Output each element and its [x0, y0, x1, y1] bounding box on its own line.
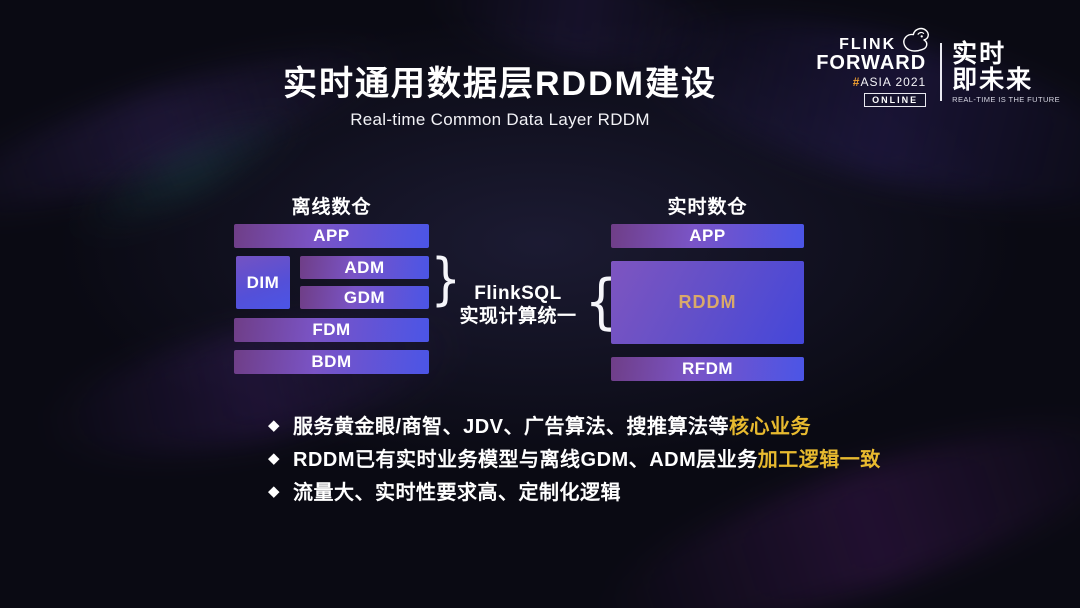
diamond-bullet-icon: ◆ [268, 449, 281, 467]
bullet-highlight: 核心业务 [729, 416, 812, 438]
realtime-rddm-box: RDDM [611, 261, 804, 344]
page-subtitle: Real-time Common Data Layer RDDM [350, 110, 650, 129]
brand-asia-year: ASIA 2021 [860, 75, 927, 89]
bullet-text: 流量大、实时性要求高、定制化逻辑 [293, 482, 622, 504]
closing-brace: } [430, 247, 461, 312]
diamond-bullet-icon: ◆ [268, 482, 281, 500]
realtime-warehouse-label: 实时数仓 [667, 197, 748, 218]
flink-forward-logo: FLINK FORWARD #ASIA 2021 ONLINE [816, 27, 936, 108]
offline-adm-box: ADM [300, 256, 429, 279]
realtime-rfdm-box: RFDM [611, 357, 804, 381]
bullet-item-3: ◆ 流量大、实时性要求高、定制化逻辑 [268, 479, 881, 504]
flink-squirrel-icon [898, 24, 934, 59]
page-title: 实时通用数据层RDDM建设 [283, 65, 717, 103]
offline-warehouse-label: 离线数仓 [291, 197, 372, 218]
brand-hash: # [852, 75, 861, 89]
slogan-line1: 实时 [952, 39, 1007, 68]
brand-flink-text: FLINK [839, 36, 897, 53]
brand-lockup: FLINK FORWARD #ASIA 2021 ONLINE 实时 即未来 R… [816, 27, 1060, 108]
offline-dim-box: DIM [236, 256, 290, 309]
offline-gdm-box: GDM [300, 286, 429, 309]
bullet-text: RDDM已有实时业务模型与离线GDM、ADM层业务 [293, 449, 758, 471]
slogan-subtext: REAL-TIME IS THE FUTURE [952, 94, 1060, 104]
diamond-bullet-icon: ◆ [268, 416, 281, 434]
bullet-highlight: 加工逻辑一致 [757, 449, 881, 471]
offline-app-box: APP [234, 224, 429, 248]
brand-slogan: 实时 即未来 REAL-TIME IS THE FUTURE [952, 41, 1060, 104]
bullet-item-1: ◆ 服务黄金眼/商智、JDV、广告算法、搜推算法等核心业务 [268, 413, 881, 438]
flinksql-note: FlinkSQL 实现计算统一 [448, 282, 588, 328]
offline-bdm-box: BDM [234, 350, 429, 374]
bullet-text: 服务黄金眼/商智、JDV、广告算法、搜推算法等 [293, 416, 730, 438]
offline-fdm-box: FDM [234, 318, 429, 342]
bullet-item-2: ◆ RDDM已有实时业务模型与离线GDM、ADM层业务加工逻辑一致 [268, 446, 881, 471]
brand-forward-text: FORWARD [816, 52, 927, 74]
brand-asia-text: #ASIA 2021 [816, 75, 926, 90]
brand-divider [940, 43, 943, 101]
flinksql-note-line1: FlinkSQL [474, 283, 562, 304]
bullet-list: ◆ 服务黄金眼/商智、JDV、广告算法、搜推算法等核心业务 ◆ RDDM已有实时… [268, 413, 881, 512]
online-badge: ONLINE [864, 93, 927, 107]
flinksql-note-line2: 实现计算统一 [459, 306, 577, 327]
realtime-app-box: APP [611, 224, 804, 248]
slogan-line2: 即未来 [952, 65, 1034, 94]
